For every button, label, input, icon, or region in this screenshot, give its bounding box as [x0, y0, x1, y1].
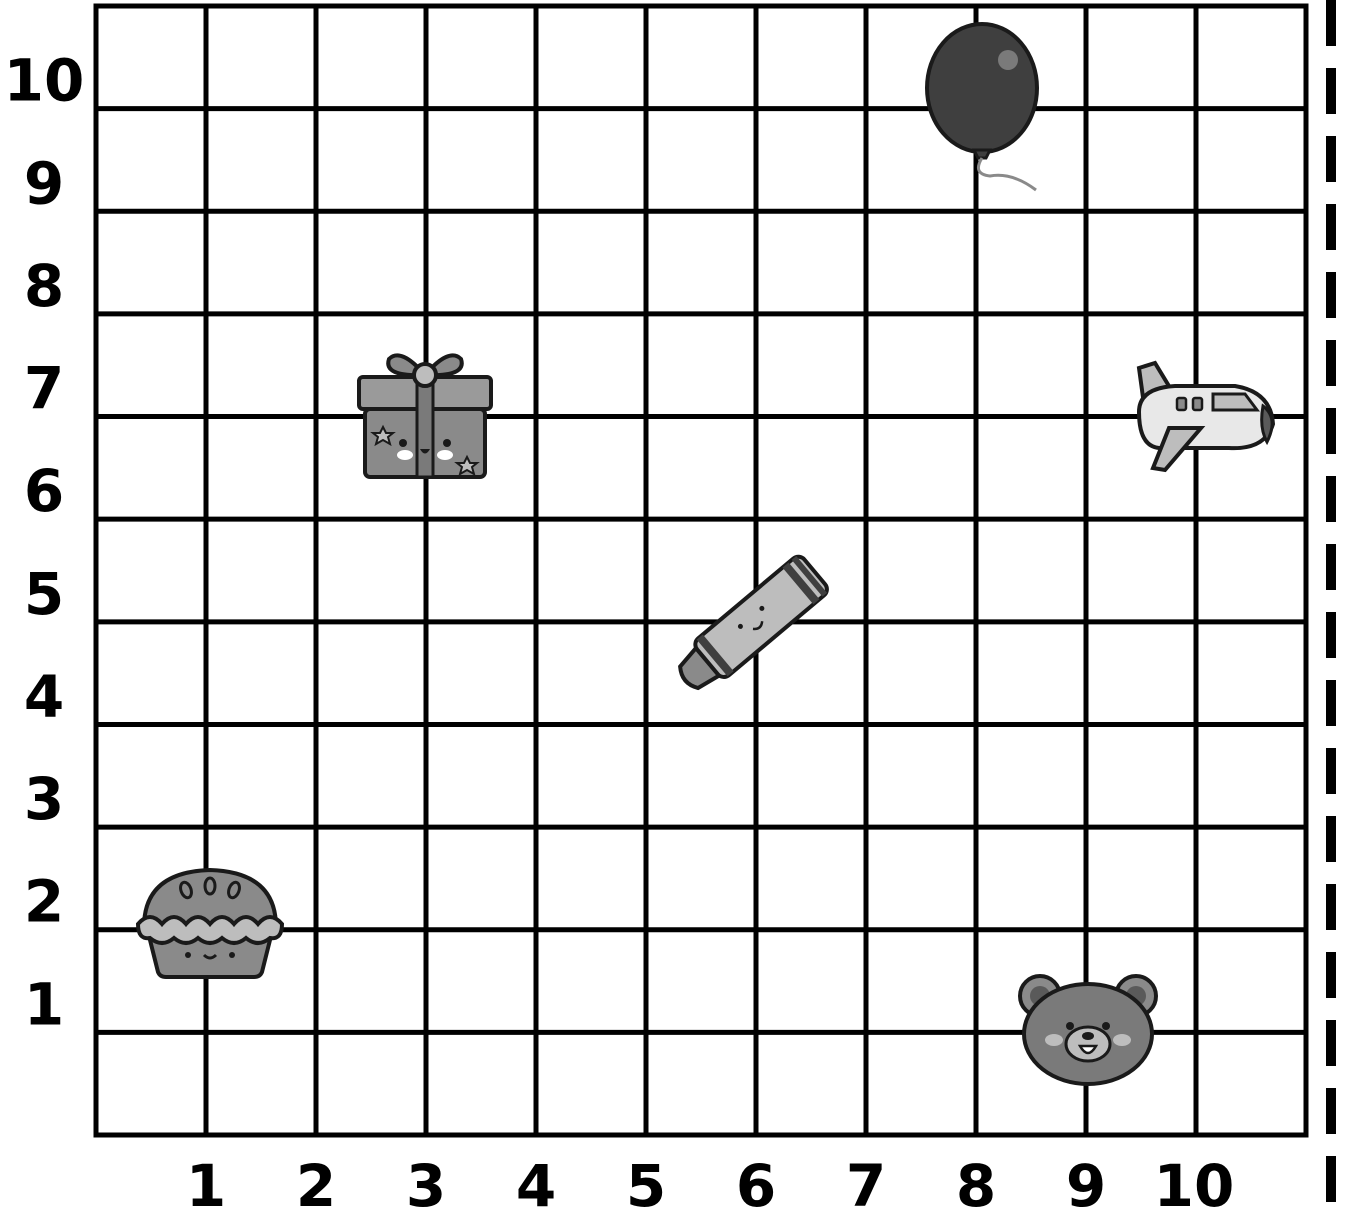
bear-icon — [1020, 976, 1156, 1084]
x-tick-label: 2 — [296, 1152, 336, 1219]
x-tick-label: 3 — [406, 1152, 446, 1219]
y-tick-label: 9 — [24, 149, 64, 217]
x-tick-label: 1 — [186, 1152, 226, 1219]
x-axis-tick-labels: 1 2 3 4 5 6 7 8 9 10 — [186, 1152, 1235, 1219]
y-tick-label: 4 — [24, 662, 64, 730]
y-tick-label: 1 — [24, 970, 64, 1038]
grid-lines — [96, 6, 1306, 1135]
x-tick-label: 4 — [516, 1152, 556, 1219]
crayon-icon — [670, 553, 830, 698]
y-tick-label: 7 — [24, 355, 64, 423]
y-tick-label: 8 — [24, 252, 64, 320]
x-tick-label: 7 — [846, 1152, 886, 1219]
x-tick-label: 5 — [626, 1152, 666, 1219]
pie-icon — [138, 870, 282, 977]
y-tick-label: 2 — [24, 868, 64, 936]
x-tick-label: 6 — [736, 1152, 776, 1219]
x-tick-label: 10 — [1154, 1152, 1235, 1219]
gift-icon — [359, 355, 491, 477]
x-tick-label: 8 — [956, 1152, 996, 1219]
airplane-icon — [1139, 363, 1273, 470]
balloon-icon — [927, 24, 1037, 190]
x-tick-label: 9 — [1066, 1152, 1106, 1219]
y-tick-label: 3 — [24, 765, 64, 833]
y-axis-tick-labels: 1 2 3 4 5 6 7 8 9 10 — [4, 47, 85, 1039]
y-tick-label: 6 — [24, 457, 64, 525]
y-tick-label: 10 — [4, 47, 85, 115]
y-tick-label: 5 — [24, 560, 64, 628]
